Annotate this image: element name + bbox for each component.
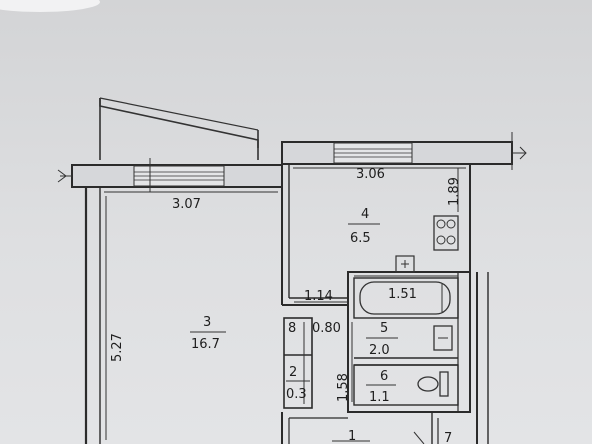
exterior-wall-right	[469, 164, 489, 444]
dim-room3-length: 5.27	[110, 333, 125, 362]
exterior-wall-top-left	[57, 158, 283, 192]
vent-icon	[395, 255, 415, 273]
room-5-area: 2.0	[369, 343, 390, 358]
dim-room3-width: 3.07	[172, 197, 201, 212]
dim-room4-depth: 1.89	[447, 177, 462, 206]
room-8-area: 0.80	[312, 321, 341, 336]
stove-icon	[433, 215, 459, 251]
room-4-area: 6.5	[350, 231, 371, 246]
room-4-number: 4	[361, 207, 369, 222]
room-7-mark	[413, 431, 425, 444]
exterior-wall-top-right	[281, 132, 527, 170]
room-7-number: 7	[444, 431, 452, 444]
balcony	[99, 97, 259, 160]
room-1-number: 1	[348, 429, 356, 444]
room-2-number: 2	[289, 365, 297, 380]
dim-wc-depth: 1.58	[336, 373, 351, 402]
toilet-icon	[417, 371, 449, 397]
glare	[0, 0, 100, 12]
room-8-number: 8	[288, 321, 296, 336]
interior-walls	[281, 164, 471, 444]
room-6-number: 6	[380, 369, 388, 384]
room-3-number: 3	[203, 315, 211, 330]
dimension-lines	[104, 167, 466, 440]
sink-icon	[433, 325, 453, 351]
room-5-number: 5	[380, 321, 388, 336]
room-3-area: 16.7	[191, 337, 220, 352]
bathtub-icon	[359, 281, 451, 315]
dim-bath-width: 1.51	[388, 287, 417, 302]
room-2-area: 0.3	[286, 387, 307, 402]
dim-room4-width: 3.06	[356, 167, 385, 182]
room-6-area: 1.1	[369, 390, 390, 405]
dim-hall-width: 1.14	[304, 289, 333, 304]
exterior-wall-left	[84, 187, 101, 444]
